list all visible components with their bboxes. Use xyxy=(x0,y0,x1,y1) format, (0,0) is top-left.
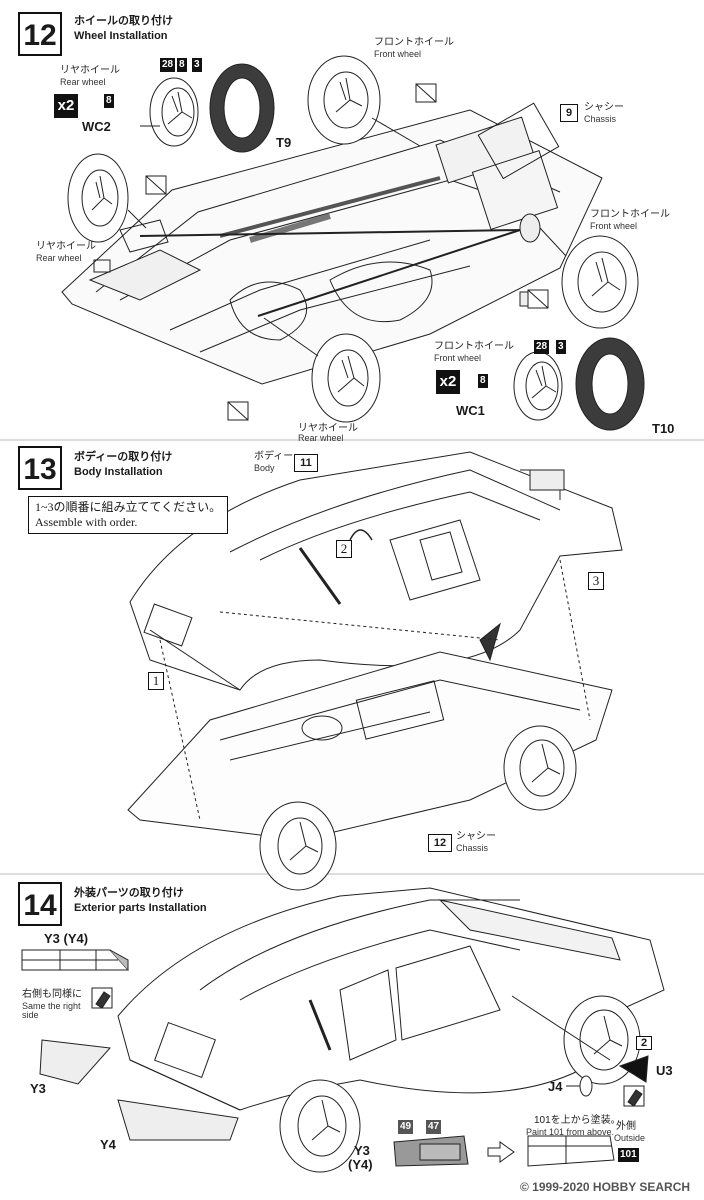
paint-101: 101 xyxy=(618,1148,639,1162)
part-3-front: 3 xyxy=(556,340,566,354)
rear-wheel-right-label-jp: リヤホイール xyxy=(298,423,358,434)
step-number-14: 14 xyxy=(18,882,62,926)
sequence-1: 1 xyxy=(148,672,164,690)
part-8-rear: 8 xyxy=(177,58,187,72)
outside-label-jp: 外側 xyxy=(616,1121,636,1132)
chassis-part-12: 12 xyxy=(428,834,452,852)
same-right-side-jp: 右側も同様に xyxy=(22,989,82,1000)
part-u3-label: U3 xyxy=(656,1063,673,1078)
part-3-rear: 3 xyxy=(192,58,202,72)
part-28-rear: 28 xyxy=(160,58,176,72)
step-number-13: 13 xyxy=(18,446,62,490)
rear-left-wheel-drawing xyxy=(67,153,147,243)
front-wheel-right-label-jp: フロントホイール xyxy=(590,209,670,220)
finished-car-drawing xyxy=(39,887,665,1173)
front-wheel-parts-label-jp: フロントホイール xyxy=(434,341,514,352)
chassis-label-jp: シャシー xyxy=(584,102,624,113)
watermark: © 1999-2020 HOBBY SEARCH xyxy=(520,1180,691,1194)
same-right-side-en: Same the right side xyxy=(22,1001,81,1021)
assembly-order-note-jp: 1~3の順番に組み立ててください。 xyxy=(35,500,222,514)
paint-47: 47 xyxy=(426,1120,442,1134)
rear-wheel-left-label-jp: リヤホイール xyxy=(36,241,96,252)
chassis-underside-drawing xyxy=(61,102,603,385)
decal-label-y3-y4: Y3 (Y4) xyxy=(44,931,89,946)
decal-illustration-y3 xyxy=(21,949,130,971)
paint-note-en: Paint 101 from above. xyxy=(526,1127,615,1137)
sequence-2: 2 xyxy=(336,540,352,558)
body-label-jp: ボディー xyxy=(254,451,294,462)
rear-wheel-left-label-en: Rear wheel xyxy=(36,253,82,263)
step12-title-en: Wheel Installation xyxy=(74,30,168,42)
tire-t10: T10 xyxy=(652,421,675,436)
chassis-label-en: Chassis xyxy=(584,114,617,124)
part-y4-label: Y4 xyxy=(100,1137,116,1152)
rear-wheel-label-jp: リヤホイール xyxy=(60,65,120,76)
paint-note-jp: 101を上から塗装。 xyxy=(534,1115,621,1126)
wheel-cap-wc2: WC2 xyxy=(82,119,111,134)
rear-right-wheel-drawing xyxy=(263,317,381,423)
chassis-13-label-en: Chassis xyxy=(456,843,489,853)
step-number-12: 12 xyxy=(18,12,62,56)
front-wheel-parts-label-en: Front wheel xyxy=(434,353,482,363)
paint-49: 49 xyxy=(398,1120,414,1134)
part-y3-label: Y3 xyxy=(30,1081,46,1096)
step14-title-jp: 外装パーツの取り付け xyxy=(74,887,184,899)
paint-swatch-y3 xyxy=(393,1135,615,1167)
rear-wheel-label-en: Rear wheel xyxy=(60,77,106,87)
assembly-order-note: 1~3の順番に組み立ててください。 Assemble with order. xyxy=(28,496,229,534)
y3-y4-label-a: Y3 xyxy=(354,1143,370,1158)
body-part-11: 11 xyxy=(294,454,318,472)
y3-y4-label-b: (Y4) xyxy=(348,1157,373,1172)
tire-t9: T9 xyxy=(276,135,292,150)
part-28-front: 28 xyxy=(534,340,550,354)
step13-title-en: Body Installation xyxy=(74,466,163,478)
front-wheel-right-label-en: Front wheel xyxy=(590,221,638,231)
outside-label-en: Outside xyxy=(614,1133,646,1143)
quantity-x2-rear: x2 xyxy=(54,94,78,118)
step12-title-jp: ホイールの取り付け xyxy=(74,15,173,27)
rear-wheel-right-label-en: Rear wheel xyxy=(298,433,344,443)
part-8-front: 8 xyxy=(478,374,488,388)
sequence-3: 3 xyxy=(588,572,604,590)
front-wheel-top-drawing xyxy=(307,55,421,147)
chassis-step13-drawing xyxy=(127,529,613,891)
chassis-13-label-jp: シャシー xyxy=(456,831,496,842)
part-j4-label: J4 xyxy=(548,1079,563,1094)
part-8b-rear: 8 xyxy=(104,94,114,108)
quantity-x2-front: x2 xyxy=(436,370,460,394)
wheel-cap-wc1: WC1 xyxy=(456,403,485,418)
chassis-part-9: 9 xyxy=(560,104,578,122)
body-label-en: Body xyxy=(254,463,275,473)
front-wheel-parts-drawing xyxy=(513,337,645,431)
front-wheel-right-drawing xyxy=(519,213,639,329)
rear-wheel-parts-drawing xyxy=(140,63,275,153)
glue-icon xyxy=(91,987,645,1107)
step14-title-en: Exterior parts Installation xyxy=(74,902,207,914)
front-wheel-top-label-en: Front wheel xyxy=(374,49,422,59)
part-2: 2 xyxy=(636,1036,652,1050)
no-glue-icon xyxy=(145,83,549,421)
front-wheel-top-label-jp: フロントホイール xyxy=(374,37,454,48)
step13-title-jp: ボディーの取り付け xyxy=(74,451,173,463)
body-shell-drawing xyxy=(129,451,623,691)
assembly-order-note-en: Assemble with order. xyxy=(35,515,138,529)
